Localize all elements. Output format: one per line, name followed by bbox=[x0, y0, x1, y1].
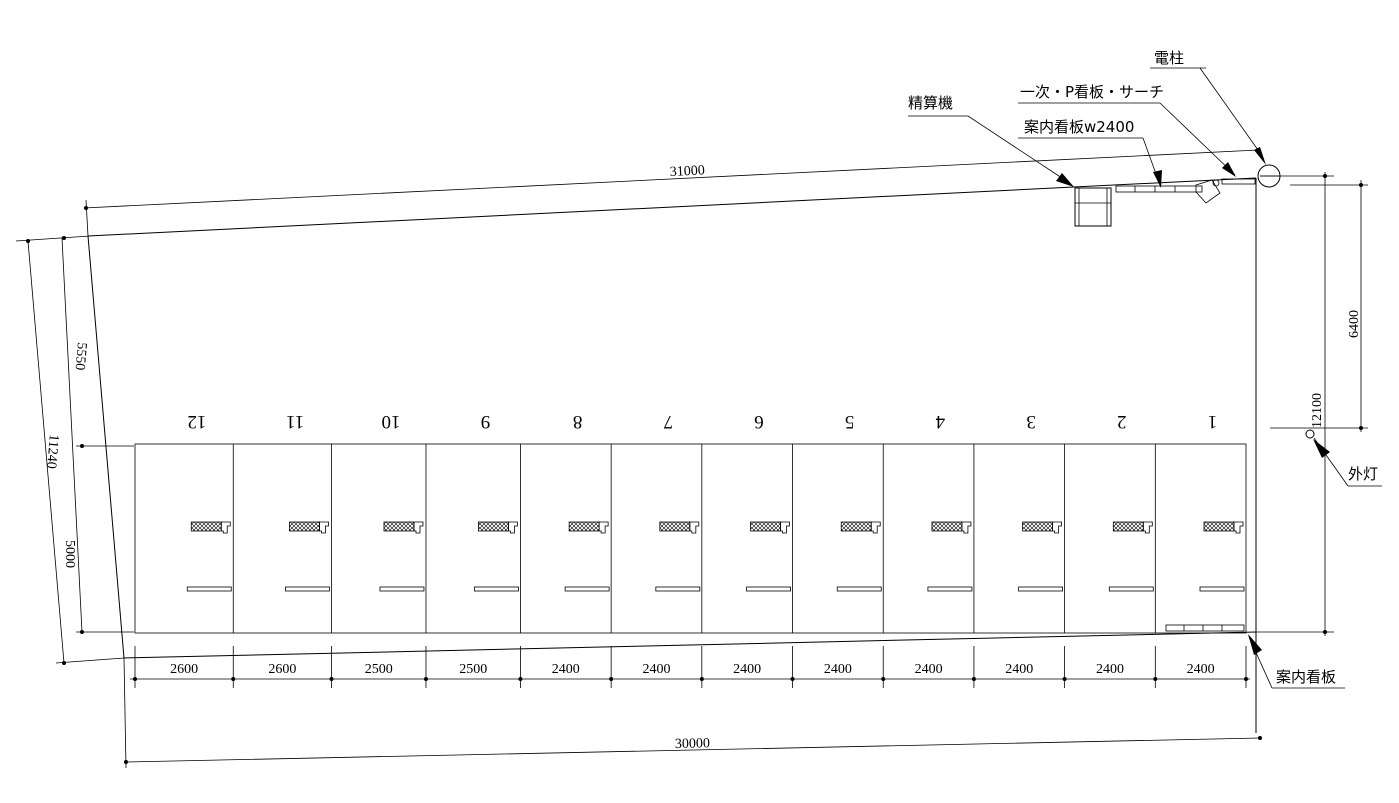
dim-right-total: 12100 bbox=[1310, 393, 1325, 428]
lock-device bbox=[568, 521, 600, 532]
stall-number: 3 bbox=[1026, 411, 1036, 432]
lock-housing bbox=[870, 521, 881, 534]
lot-boundary bbox=[87, 177, 1257, 733]
dim-right-upper: 6400 bbox=[1347, 310, 1362, 338]
car-stop-bar bbox=[474, 586, 519, 592]
label-pole: 電柱 bbox=[1154, 49, 1184, 67]
lock-housing bbox=[689, 521, 700, 534]
car-stop-bar bbox=[1108, 586, 1154, 592]
stall-width-label: 2500 bbox=[459, 662, 487, 677]
lock-device bbox=[1112, 521, 1144, 532]
car-stop-bar bbox=[655, 586, 701, 592]
stall-number: 7 bbox=[664, 411, 674, 432]
label-guide-sign: 案内看板 bbox=[1276, 668, 1336, 686]
stall-width-label: 2400 bbox=[824, 662, 852, 677]
stall-number: 12 bbox=[187, 411, 206, 432]
lock-device bbox=[478, 521, 509, 532]
stall-number: 4 bbox=[935, 411, 945, 432]
top-dimension: 31000 bbox=[83, 148, 1260, 237]
lock-device bbox=[750, 521, 781, 532]
lock-device bbox=[383, 521, 415, 532]
label-light: 外灯 bbox=[1348, 465, 1378, 483]
lock-device bbox=[1203, 521, 1235, 532]
dim-left-lower: 5000 bbox=[62, 540, 77, 568]
dim-left-upper: 5550 bbox=[72, 342, 89, 371]
parking-stalls: 12 11 10 9 8 7 6 5 4 3 2 1 bbox=[134, 411, 1247, 634]
label-pay-machine: 精算機 bbox=[908, 94, 953, 112]
stall-width-label: 2400 bbox=[1187, 662, 1215, 677]
lock-housing bbox=[598, 521, 609, 534]
dim-bottom-text: 30000 bbox=[675, 736, 710, 752]
stall-width-label: 2500 bbox=[365, 662, 393, 677]
car-stop-bar bbox=[285, 586, 330, 592]
dim-left-total: 11240 bbox=[43, 434, 61, 470]
car-stop-bar bbox=[746, 586, 791, 592]
left-dimensions: 5550 5000 11240 bbox=[15, 235, 134, 665]
stall-width-dimensions: 2600 2600 2500 2500 2400 2400 2400 2400 2400 2400… bbox=[130, 646, 1250, 688]
primary-sign: 一次・P看板・サーチ bbox=[1018, 83, 1256, 185]
stall-width-label: 2600 bbox=[170, 662, 198, 677]
lock-housing bbox=[1142, 521, 1153, 534]
lock-device bbox=[190, 521, 222, 532]
lock-device bbox=[931, 521, 963, 532]
lock-housing bbox=[961, 521, 972, 534]
outdoor-light: 外灯 bbox=[1305, 429, 1382, 487]
lock-housing bbox=[508, 521, 518, 534]
lock-device bbox=[289, 521, 320, 532]
stall-number: 2 bbox=[1117, 411, 1127, 432]
car-stop-bar bbox=[564, 586, 610, 592]
car-stop-bar bbox=[1018, 586, 1064, 592]
stall-number: 11 bbox=[286, 411, 304, 432]
stall-width-label: 2400 bbox=[1005, 662, 1033, 677]
lock-housing bbox=[1052, 521, 1063, 534]
lock-housing bbox=[780, 521, 790, 534]
right-dimensions: 6400 12100 bbox=[1256, 172, 1368, 636]
payment-machine: 精算機 bbox=[908, 94, 1112, 227]
car-stop-bar bbox=[836, 586, 882, 592]
guide-sign-top: 案内看板w2400 bbox=[1018, 118, 1221, 204]
label-primary-sign: 一次・P看板・サーチ bbox=[1020, 83, 1164, 101]
car-stop-bar bbox=[186, 586, 232, 592]
lock-device bbox=[659, 521, 691, 532]
car-stop-bar bbox=[927, 586, 973, 592]
stall-number: 5 bbox=[845, 411, 855, 432]
stall-width-label: 2600 bbox=[268, 662, 296, 677]
car-stop-bar bbox=[379, 586, 425, 592]
label-guide-sign-w: 案内看板w2400 bbox=[1024, 118, 1134, 136]
stall-width-label: 2400 bbox=[552, 662, 580, 677]
stall-number: 6 bbox=[754, 411, 764, 432]
stall-number: 8 bbox=[573, 411, 583, 432]
lock-device bbox=[1022, 521, 1054, 532]
lock-housing bbox=[319, 521, 329, 534]
utility-pole: 電柱 bbox=[1150, 49, 1281, 188]
stall-width-label: 2400 bbox=[915, 662, 943, 677]
stall-number: 1 bbox=[1208, 411, 1218, 432]
stall-number: 9 bbox=[481, 411, 491, 432]
car-stop-bar bbox=[1199, 586, 1245, 592]
guide-sign-bottom: 案内看板 bbox=[1165, 624, 1345, 689]
lock-housing bbox=[220, 521, 231, 534]
stall-width-label: 2400 bbox=[642, 662, 670, 677]
lock-device bbox=[840, 521, 872, 532]
bottom-dimension: 30000 bbox=[123, 657, 1262, 769]
stall-width-label: 2400 bbox=[733, 662, 761, 677]
stall-number: 10 bbox=[382, 411, 401, 432]
lock-housing bbox=[413, 521, 424, 534]
lock-housing bbox=[1233, 521, 1244, 534]
dim-top-text: 31000 bbox=[669, 163, 705, 180]
stall-width-label: 2400 bbox=[1096, 662, 1124, 677]
